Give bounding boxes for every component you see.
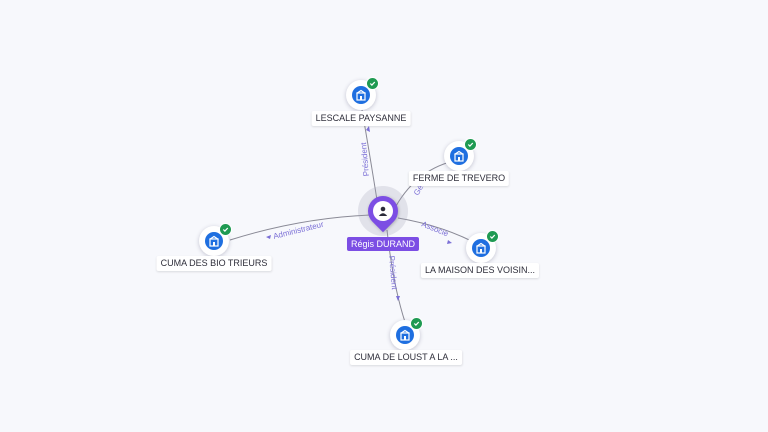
company-node-voisins[interactable] bbox=[466, 230, 499, 263]
arrow-trieurs bbox=[266, 235, 271, 239]
verified-check-icon bbox=[410, 317, 423, 330]
building-icon bbox=[472, 239, 490, 257]
edge-trieurs bbox=[229, 214, 371, 241]
edge-label-loust: Président bbox=[387, 255, 399, 290]
building-icon bbox=[396, 326, 414, 344]
building-icon bbox=[450, 147, 468, 165]
arrow-loust bbox=[396, 296, 400, 301]
verified-check-icon bbox=[219, 223, 232, 236]
edge-label-escale: Président bbox=[359, 141, 371, 176]
building-icon bbox=[352, 86, 370, 104]
verified-check-icon bbox=[366, 77, 379, 90]
building-icon bbox=[205, 232, 223, 250]
arrow-escale bbox=[366, 126, 370, 132]
company-label-escale[interactable]: LESCALE PAYSANNE bbox=[311, 111, 411, 126]
company-label-voisins[interactable]: LA MAISON DES VOISIN... bbox=[420, 263, 540, 278]
arrow-voisins bbox=[447, 240, 452, 244]
company-node-escale[interactable] bbox=[346, 77, 379, 110]
person-node[interactable] bbox=[358, 186, 408, 238]
company-node-trevero[interactable] bbox=[444, 138, 477, 171]
company-label-trieurs[interactable]: CUMA DES BIO TRIEURS bbox=[156, 256, 272, 271]
company-node-loust[interactable] bbox=[390, 317, 423, 350]
edge-label-voisins: Associé bbox=[420, 220, 450, 239]
company-node-trieurs[interactable] bbox=[199, 223, 232, 256]
person-name-label[interactable]: Régis DURAND bbox=[346, 237, 420, 251]
verified-check-icon bbox=[464, 138, 477, 151]
company-label-trevero[interactable]: FERME DE TREVERO bbox=[408, 171, 510, 186]
verified-check-icon bbox=[486, 230, 499, 243]
person-icon bbox=[373, 201, 393, 221]
company-label-loust[interactable]: CUMA DE LOUST A LA ... bbox=[350, 350, 462, 365]
